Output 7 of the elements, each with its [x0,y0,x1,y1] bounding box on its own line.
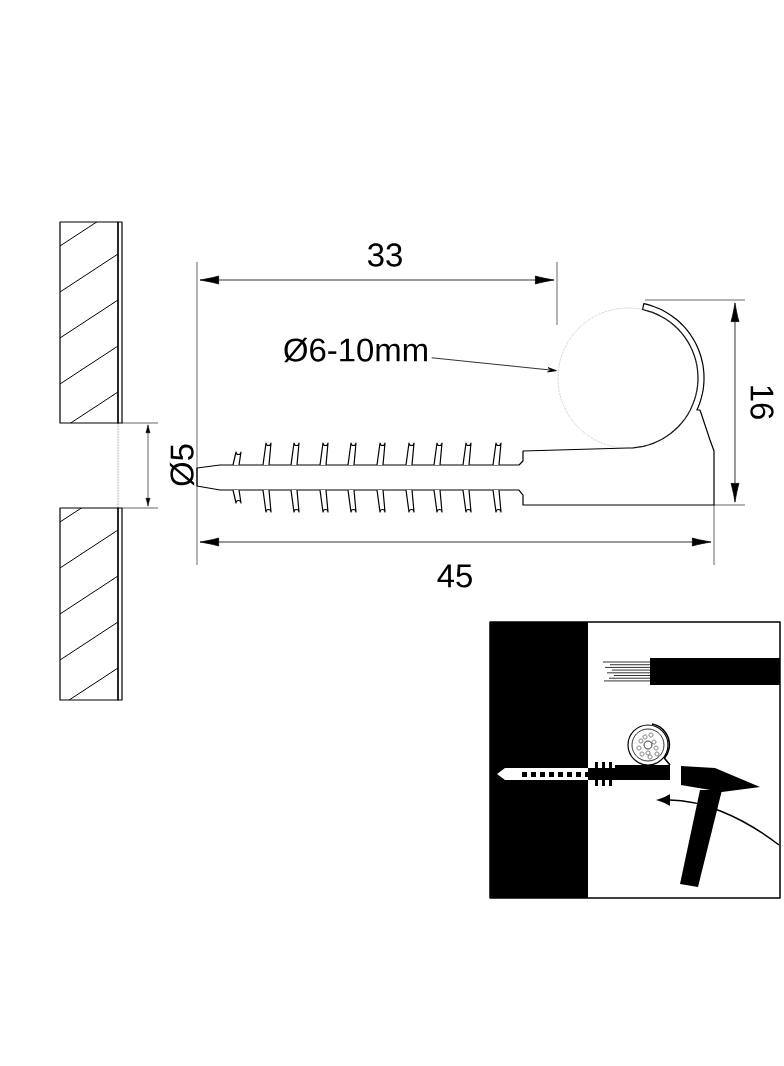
cable-outline [557,307,699,449]
diameter-label: Ø6-10mm [284,337,427,363]
dimension-label: Ø5 [169,444,195,486]
leader-line [431,357,557,373]
dimension-label: 45 [437,564,472,588]
dimension-label: 33 [367,243,402,267]
dimension-label: 16 [750,386,774,419]
